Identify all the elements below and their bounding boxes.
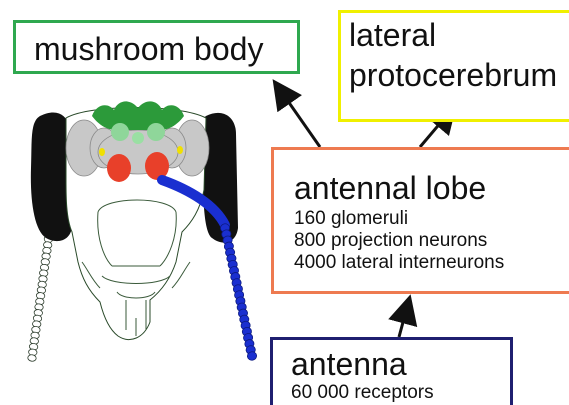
antennal-lobe-projection-neurons: 800 projection neurons — [294, 230, 569, 252]
antenna-title: antenna — [291, 346, 510, 382]
mushroom-body-title: mushroom body — [34, 31, 297, 67]
lateral-protocerebrum-box: lateral protocerebrum — [338, 10, 569, 122]
antenna-box: antenna 60 000 receptors — [270, 337, 513, 405]
antennal-lobe-lateral-interneurons: 4000 lateral interneurons — [294, 252, 569, 274]
lateral-title-line1: lateral — [349, 15, 569, 55]
antenna-receptors: 60 000 receptors — [291, 382, 510, 404]
antennal-lobe-title: antennal lobe — [294, 170, 569, 206]
arrow-al-to-mushroom — [276, 84, 320, 147]
mushroom-body-box: mushroom body — [13, 20, 300, 74]
arrow-antenna-to-al — [399, 300, 409, 337]
antennal-lobe-box: antennal lobe 160 glomeruli 800 projecti… — [271, 147, 569, 294]
lateral-title-line2: protocerebrum — [349, 55, 569, 95]
antennal-lobe-glomeruli: 160 glomeruli — [294, 208, 569, 230]
left-antenna-segment — [27, 354, 36, 361]
